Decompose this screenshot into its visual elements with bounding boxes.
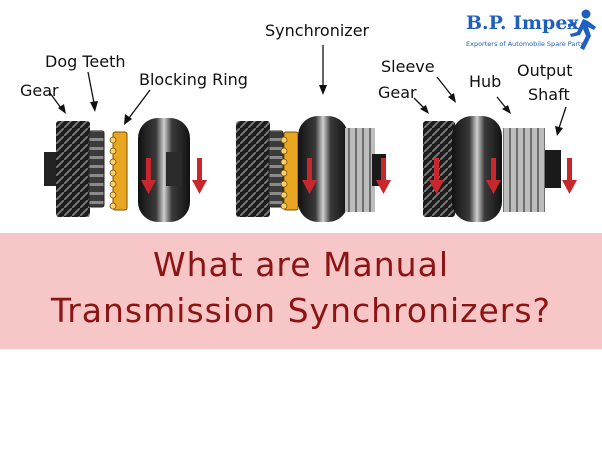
sleeve-body [138, 118, 190, 222]
dog-teeth [268, 130, 284, 208]
assembly-synchronizing [236, 116, 391, 222]
output-arrow-head [376, 180, 391, 194]
sleeve-arrow-head [486, 180, 501, 194]
runner-icon [568, 9, 596, 50]
output-arrow-head [192, 180, 207, 194]
label-sleeve: Sleeve [381, 57, 435, 76]
output-arrow-shaft [381, 158, 386, 182]
sleeve-body [298, 116, 348, 222]
leader-gear-left [49, 92, 66, 114]
hub-splines [503, 128, 545, 212]
logo-subtitle: Exporters of Automobile Spare Parts [466, 40, 584, 48]
label-gear-left: Gear [20, 81, 59, 100]
sleeve-hub [166, 152, 182, 186]
label-dog-teeth: Dog Teeth [45, 52, 126, 71]
leader-blocking-ring [124, 89, 151, 125]
label-blocking-ring: Blocking Ring [139, 70, 248, 89]
leader-output-shaft [555, 106, 567, 136]
company-logo: B.P. Impex Exporters of Automobile Spare… [466, 8, 598, 54]
output-arrow-shaft [567, 158, 572, 182]
leader-dog-teeth [87, 71, 98, 112]
logo-title: B.P. Impex [466, 12, 579, 34]
label-output: Output [517, 61, 573, 80]
output-arrow-head [562, 180, 577, 194]
banner-title-line-1: What are Manual [153, 245, 449, 284]
banner-title-line-2: Transmission Synchronizers? [50, 291, 552, 330]
label-shaft: Shaft [528, 85, 570, 104]
leader-gear-right [413, 97, 429, 114]
sleeve-arrow-shaft [307, 158, 312, 182]
sleeve-arrow-head [302, 180, 317, 194]
sleeve-arrow-shaft [491, 158, 496, 182]
leader-hub [496, 96, 511, 114]
label-hub: Hub [469, 72, 501, 91]
gear-shaft-stub [44, 152, 58, 186]
gear-arrow-shaft [434, 158, 439, 182]
assembly-engaged [423, 116, 577, 222]
title-banner: What are Manual Transmission Synchronize… [0, 233, 602, 349]
blocking-ring-dots [109, 136, 117, 210]
dog-teeth [88, 130, 105, 208]
leader-sleeve [436, 76, 456, 103]
output-shaft [545, 150, 561, 188]
blocking-ring-dots [280, 136, 288, 210]
leader-synchronizer [319, 45, 327, 95]
sleeve-arrow-head [141, 180, 156, 194]
label-gear-right: Gear [378, 83, 417, 102]
output-arrow-shaft [197, 158, 202, 182]
sleeve-body [452, 116, 502, 222]
gear-threaded [236, 121, 270, 217]
gear-arrow-head [429, 180, 444, 194]
hub-splines [345, 128, 375, 212]
gear-threaded [56, 121, 90, 217]
label-synchronizer: Synchronizer [265, 21, 370, 40]
sleeve-arrow-shaft [146, 158, 151, 182]
assembly-disengaged [44, 118, 207, 222]
